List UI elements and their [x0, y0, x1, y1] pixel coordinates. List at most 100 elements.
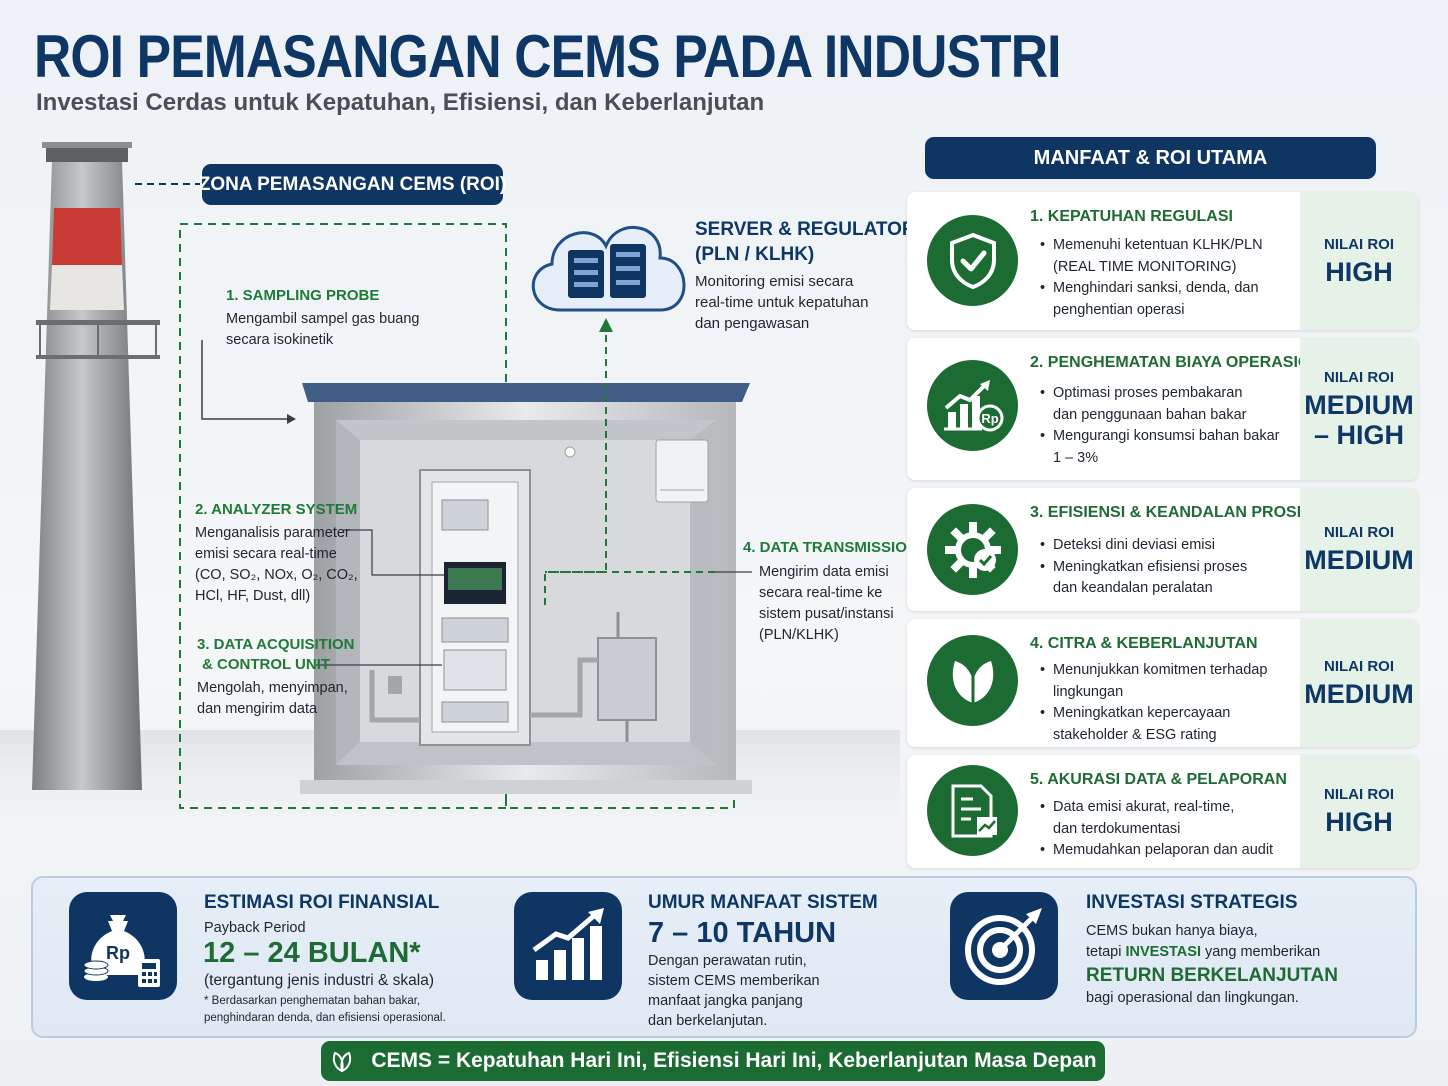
analyzer-title: 2. ANALYZER SYSTEM: [195, 501, 358, 518]
shield-check-icon: [927, 215, 1018, 306]
benefit-card-1: 1. KEPATUHAN REGULASI Memenuhi ketentuan…: [907, 192, 1418, 330]
benefit-card-3: 3. EFISIENSI & KEANDALAN PROSES Deteksi …: [907, 488, 1418, 611]
roi-label: NILAI ROI: [1324, 368, 1394, 386]
benefit-card-5: 5. AKURASI DATA & PELAPORAN Data emisi a…: [907, 755, 1418, 868]
roi-label: NILAI ROI: [1324, 235, 1394, 253]
transmission-line-2: secara real-time ke: [759, 585, 883, 601]
footer-banner: CEMS = Kepatuhan Hari Ini, Efisiensi Har…: [321, 1041, 1105, 1081]
benefit-1-roi: NILAI ROI HIGH: [1300, 192, 1418, 330]
server-line-3: dan pengawasan: [695, 315, 810, 332]
benefit-4-title: 4. CITRA & KEBERLANJUTAN: [1030, 635, 1258, 652]
roi-label: NILAI ROI: [1324, 786, 1394, 803]
zone-label: ZONA PEMASANGAN CEMS (ROI): [199, 164, 506, 205]
benefit-2-title: 2. PENGHEMATAN BIAYA OPERASIONAL: [1030, 354, 1344, 371]
benefit-3-list: Deteksi dini deviasi emisi Meningkatkan …: [1040, 535, 1247, 600]
transmission-line-4: (PLN/KLHK): [759, 627, 839, 643]
analyzer-line-2: emisi secara real-time: [195, 546, 337, 562]
benefit-5-title: 5. AKURASI DATA & PELAPORAN: [1030, 771, 1287, 788]
dacu-line-2: dan mengirim data: [197, 701, 318, 717]
sampling-line-1: Mengambil sampel gas buang: [226, 311, 420, 327]
transmission-block: 4. DATA TRANSMISSION Mengirim data emisi…: [743, 539, 918, 646]
transmission-path: [544, 330, 607, 605]
strategic-highlight: RETURN BERKELANJUTAN: [1086, 965, 1338, 986]
server-line-2: real-time untuk kepatuhan: [695, 294, 869, 311]
analyzer-line-4: HCl, HF, Dust, dll): [195, 588, 311, 604]
leaf-icon: [927, 635, 1018, 726]
benefit-card-2: Rp 2. PENGHEMATAN BIAYA OPERASIONAL Opti…: [907, 338, 1418, 480]
sampling-arrow-line: [201, 340, 290, 420]
cloud-server-icon: [531, 226, 686, 312]
dacu-title-1: 3. DATA ACQUISITION: [197, 636, 355, 653]
benefit-4-roi: NILAI ROI MEDIUM: [1300, 619, 1418, 747]
benefit-3-title: 3. EFISIENSI & KEANDALAN PROSES: [1030, 504, 1319, 521]
analyzer-line-1: Menganalisis parameter: [195, 525, 350, 541]
payback-footnote-1: * Berdasarkan penghematan bahan bakar,: [204, 995, 421, 1007]
transmission-line-1: Mengirim data emisi: [759, 564, 889, 580]
benefits-header: MANFAAT & ROI UTAMA: [925, 137, 1376, 179]
transmission-line-3: sistem pusat/instansi: [759, 606, 894, 622]
roi-value-2: – HIGH: [1313, 419, 1405, 450]
server-title-2: (PLN / KLHK): [695, 244, 815, 265]
dacu-title-2: & CONTROL UNIT: [202, 656, 331, 673]
sampling-probe-block: 1. SAMPLING PROBE Mengambil sampel gas b…: [226, 287, 419, 351]
lifetime-line-3: manfaat jangka panjang: [648, 993, 803, 1009]
page-title: ROI PEMASANGAN CEMS PADA INDUSTRI: [34, 23, 1061, 90]
roi-value: MEDIUM: [1304, 678, 1414, 709]
sampling-arrow-head: [287, 414, 296, 424]
growth-chart-icon: [514, 892, 622, 1000]
benefit-5-roi: NILAI ROI HIGH: [1300, 755, 1418, 868]
payback-footnote-2: penghindaran denda, dan efisiensi operas…: [204, 1012, 446, 1024]
benefit-5-item-2: Memudahkan pelaporan dan audit: [1040, 840, 1273, 862]
roi-value: HIGH: [1325, 256, 1393, 287]
benefit-1-list: Memenuhi ketentuan KLHK/PLN(REAL TIME MO…: [1040, 235, 1263, 321]
strategic-line-1: CEMS bukan hanya biaya,: [1086, 923, 1258, 939]
dacu-line-1: Mengolah, menyimpan,: [197, 680, 348, 696]
payback-label: Payback Period: [204, 920, 306, 936]
report-icon: [927, 765, 1018, 856]
strategic-title: INVESTASI STRATEGIS: [1086, 892, 1298, 913]
lifetime-title: UMUR MANFAAT SISTEM: [648, 892, 878, 913]
payback-value: 12 – 24 BULAN*: [203, 937, 421, 969]
installation-illustration: [0, 142, 900, 850]
svg-text:Rp: Rp: [981, 411, 998, 426]
target-icon: [950, 892, 1058, 1000]
benefit-5-item-1: Data emisi akurat, real-time,dan terdoku…: [1040, 797, 1273, 840]
benefit-1-title: 1. KEPATUHAN REGULASI: [1030, 208, 1233, 225]
lifetime-value: 7 – 10 TAHUN: [648, 917, 837, 949]
analyzer-line-3: (CO, SO₂, NOx, O₂, CO₂,: [195, 567, 358, 583]
strategic-line-4: bagi operasional dan lingkungan.: [1086, 990, 1299, 1006]
transmission-arrow-head: [599, 318, 613, 332]
benefit-3-roi: NILAI ROI MEDIUM: [1300, 488, 1418, 611]
roi-value: MEDIUM: [1304, 389, 1414, 420]
chimney: [32, 142, 160, 790]
svg-text:Rp: Rp: [106, 943, 130, 963]
roi-label: NILAI ROI: [1324, 657, 1394, 675]
server-block: SERVER & REGULATOR (PLN / KLHK) Monitori…: [695, 217, 916, 334]
analyzer-leader: [342, 529, 444, 576]
lifetime-line-1: Dengan perawatan rutin,: [648, 953, 807, 969]
benefit-4-list: Menunjukkan komitmen terhadaplingkungan …: [1040, 660, 1267, 746]
benefit-1-item-2: Menghindari sanksi, denda, danpenghentia…: [1040, 278, 1263, 321]
sampling-title: 1. SAMPLING PROBE: [226, 287, 380, 304]
payback-note: (tergantung jenis industri & skala): [204, 972, 435, 989]
strategic-line-2: tetapi INVESTASI yang memberikan: [1086, 944, 1321, 960]
cems-shelter: [300, 383, 752, 794]
sampling-line-2: secara isokinetik: [226, 332, 334, 348]
summary-panel: Rp ESTIMASI ROI FINANSIAL Payback Period…: [31, 876, 1417, 1038]
analyzer-block: 2. ANALYZER SYSTEM Menganalisis paramete…: [195, 501, 358, 607]
lifetime-line-2: sistem CEMS memberikan: [648, 973, 820, 989]
lifetime-line-4: dan berkelanjutan.: [648, 1013, 768, 1029]
chart-rupiah-icon: Rp: [927, 360, 1018, 451]
page-subtitle: Investasi Cerdas untuk Kepatuhan, Efisie…: [36, 89, 765, 116]
money-bag-icon: Rp: [69, 892, 177, 1000]
footer-text: CEMS = Kepatuhan Hari Ini, Efisiensi Har…: [371, 1049, 1097, 1072]
benefit-3-item-1: Deteksi dini deviasi emisi: [1040, 535, 1247, 557]
server-line-1: Monitoring emisi secara: [695, 273, 854, 290]
roi-label: NILAI ROI: [1324, 524, 1394, 541]
roi-value: MEDIUM: [1304, 545, 1414, 575]
